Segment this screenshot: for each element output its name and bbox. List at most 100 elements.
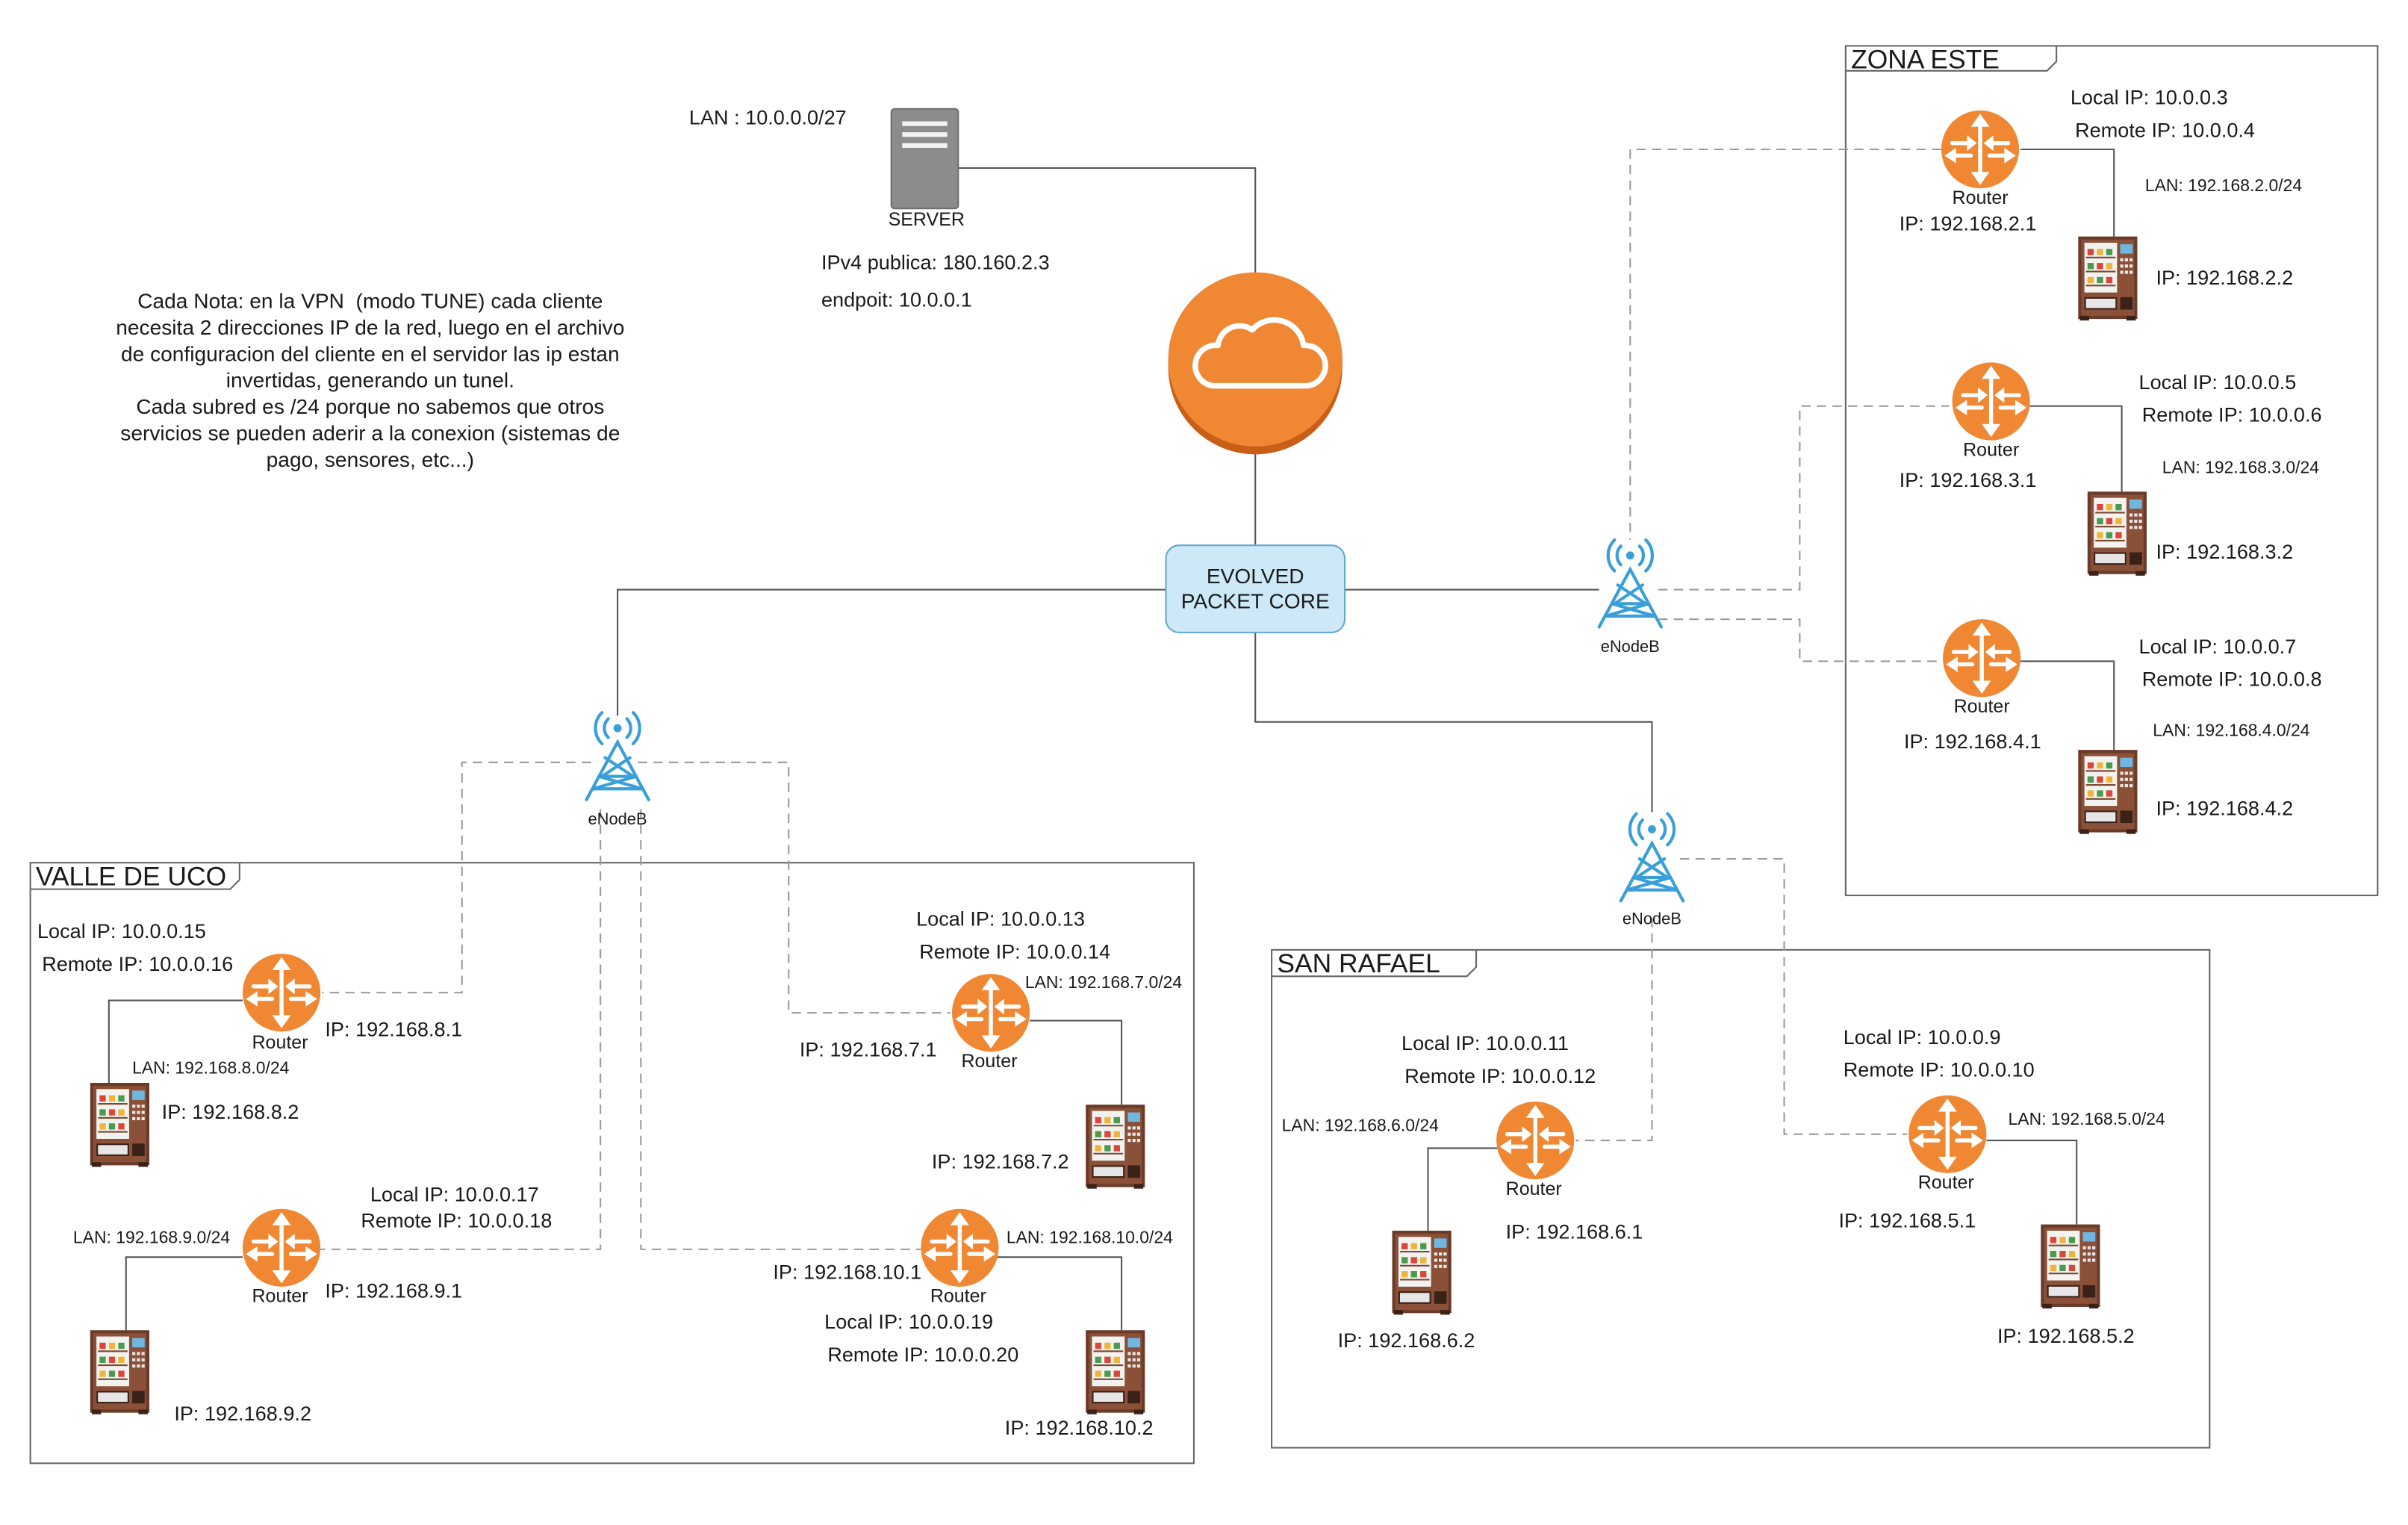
lan-label: LAN: 192.168.10.0/24 [1006,1229,1173,1248]
zone-title-uco: VALLE DE UCO [35,862,227,892]
lan-label: LAN: 192.168.8.0/24 [132,1059,290,1078]
router-icon-rafael-1 [1496,1102,1574,1179]
router-label: Router [252,1285,308,1307]
vending-machine-icon-uco-2 [89,1329,151,1415]
lan-label: LAN: 192.168.9.0/24 [72,1229,231,1248]
device-ip-label: IP: 192.168.6.2 [1337,1329,1475,1352]
router-ip-label: IP: 192.168.8.1 [325,1017,463,1041]
local-ip-label: Local IP: 10.0.0.11 [1401,1031,1569,1055]
router-label: Router [961,1050,1018,1072]
server-ipv4: IPv4 publica: 180.160.2.3 [821,250,1050,274]
local-ip-label: Local IP: 10.0.0.3 [2070,85,2228,109]
router-label: Router [1963,438,2020,461]
vending-machine-icon-uco-3 [1085,1104,1146,1190]
local-ip-label: Local IP: 10.0.0.7 [2138,634,2297,659]
tunnel-links [320,148,1950,1250]
device-ip-label: IP: 192.168.7.2 [931,1149,1069,1173]
device-ip-label: IP: 192.168.9.2 [174,1402,312,1426]
lan-label: LAN: 192.168.4.0/24 [2153,721,2310,741]
enodeb-icon-este [1599,540,1661,627]
router-ip-label: IP: 192.168.5.1 [1838,1208,1976,1232]
lan-label: LAN: 192.168.6.0/24 [1281,1116,1439,1136]
router-icon-uco-4 [921,1209,998,1287]
epc-label-line2: PACKET CORE [1180,588,1330,612]
cloud-icon [1168,272,1343,455]
router-icon-rafael-2 [1908,1096,1986,1173]
zone-box-rafael [1271,948,2211,1449]
device-ip-label: IP: 192.168.8.2 [161,1099,299,1124]
local-ip-label: Local IP: 10.0.0.9 [1843,1025,2001,1049]
router-label: Router [252,1031,308,1054]
backbone-links [617,167,1653,813]
local-ip-label: Local IP: 10.0.0.13 [916,907,1085,931]
enodeb-icon-uco [586,712,648,800]
vending-machine-icon-uco-1 [89,1081,151,1168]
local-ip-label: Local IP: 10.0.0.5 [2138,370,2297,394]
server-endpoint: endpoit: 10.0.0.1 [821,288,972,311]
router-ip-label: IP: 192.168.3.1 [1899,468,2037,492]
router-ip-label: IP: 192.168.9.1 [325,1279,463,1302]
remote-ip-label: Remote IP: 10.0.0.18 [361,1208,553,1232]
zone-box-este [1844,45,2379,896]
router-icon-este-1 [1941,111,2019,188]
router-ip-label: IP: 192.168.7.1 [799,1037,937,1061]
router-ip-label: IP: 192.168.4.1 [1903,730,2041,754]
server-lan: LAN : 10.0.0.0/27 [688,105,847,129]
router-ip-label: IP: 192.168.2.1 [1899,211,2037,235]
device-ip-label: IP: 192.168.10.2 [1004,1415,1154,1440]
vending-machine-icon-rafael-1 [1391,1229,1452,1316]
enodeb-label-uco: eNodeB [588,810,647,830]
router-ip-label: IP: 192.168.6.1 [1505,1220,1643,1243]
local-ip-label: Local IP: 10.0.0.19 [824,1310,994,1334]
vending-machine-icon-uco-4 [1085,1329,1146,1415]
server-label: SERVER [888,208,965,231]
vending-machine-icon-este-3 [2077,749,2138,835]
remote-ip-label: Remote IP: 10.0.0.14 [919,939,1111,963]
zone-title-este: ZONA ESTE [1851,45,2000,75]
remote-ip-label: Remote IP: 10.0.0.10 [1843,1057,2035,1081]
enodeb-label-este: eNodeB [1600,638,1660,657]
router-label: Router [1952,186,2009,209]
note-line: pago, sensores, etc...) [266,447,474,472]
vending-machine-icon-este-1 [2077,235,2138,322]
lan-label: LAN: 192.168.3.0/24 [2162,459,2320,478]
remote-ip-label: Remote IP: 10.0.0.6 [2141,403,2322,426]
note-line: necesita 2 direcciones IP de la red, lue… [116,315,625,340]
note-line: invertidas, generando un tunel. [225,368,514,392]
lan-label: LAN: 192.168.5.0/24 [2008,1111,2165,1130]
router-label: Router [1505,1178,1562,1200]
router-label: Router [930,1285,986,1307]
remote-ip-label: Remote IP: 10.0.0.8 [2141,667,2322,691]
device-ip-label: IP: 192.168.2.2 [2156,266,2294,290]
note-line: Cada subred es /24 porque no sabemos que… [136,395,605,419]
router-icon-uco-2 [243,1209,320,1287]
router-icon-este-3 [1943,619,2020,697]
local-ip-label: Local IP: 10.0.0.17 [370,1182,539,1206]
server-icon [890,108,959,210]
zone-box-uco [29,862,1195,1465]
router-label: Router [1953,695,2010,718]
note-line: de configuracion del cliente en el servi… [121,342,620,366]
lan-label: LAN: 192.168.2.0/24 [2144,177,2303,196]
vpn-note: Cada Nota: en la VPN (modo TUNE) cada cl… [78,288,662,473]
router-icon-uco-3 [952,974,1030,1052]
vending-machine-icon-rafael-2 [2040,1223,2101,1310]
enodeb-icon-rafael [1621,814,1683,901]
lan-label: LAN: 192.168.7.0/24 [1024,974,1183,993]
remote-ip-label: Remote IP: 10.0.0.20 [827,1342,1019,1367]
remote-ip-label: Remote IP: 10.0.0.16 [42,951,234,976]
device-ip-label: IP: 192.168.5.2 [1997,1323,2135,1348]
note-line: Cada Nota: en la VPN (modo TUNE) cada cl… [137,289,603,313]
router-icon-uco-1 [243,954,320,1031]
remote-ip-label: Remote IP: 10.0.0.12 [1404,1063,1596,1088]
router-label: Router [1917,1171,1974,1193]
zone-title-rafael: SAN RAFAEL [1277,948,1440,979]
note-line: servicios se pueden aderir a la conexion… [120,421,620,445]
enodeb-label-rafael: eNodeB [1622,910,1681,929]
local-ip-label: Local IP: 10.0.0.15 [37,919,206,943]
vending-machine-icon-este-2 [2086,491,2147,577]
lan-links [108,148,2123,1331]
router-ip-label: IP: 192.168.10.1 [773,1260,922,1284]
